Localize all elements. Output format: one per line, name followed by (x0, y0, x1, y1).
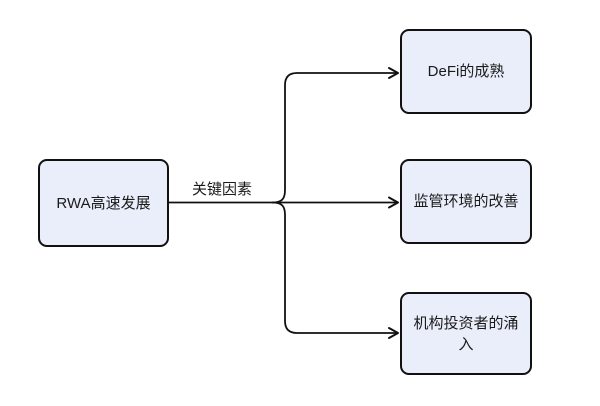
node-institutional-label: 机构投资者的涌入 (413, 314, 519, 353)
edge-to-defi (271, 67, 399, 204)
node-rwa-label: RWA高速发展 (56, 194, 151, 212)
node-defi-maturity: DeFi的成熟 (400, 29, 532, 114)
edge-label-key-factors: 关键因素 (191, 181, 252, 198)
node-defi-label: DeFi的成熟 (427, 63, 505, 80)
node-institutional-influx: 机构投资者的涌入 (400, 292, 532, 375)
node-regulatory-label: 监管环境的改善 (413, 193, 519, 210)
node-rwa-development: RWA高速发展 (38, 159, 169, 247)
node-regulatory-improvement: 监管环境的改善 (400, 159, 532, 244)
edge-to-institutional (271, 201, 399, 339)
